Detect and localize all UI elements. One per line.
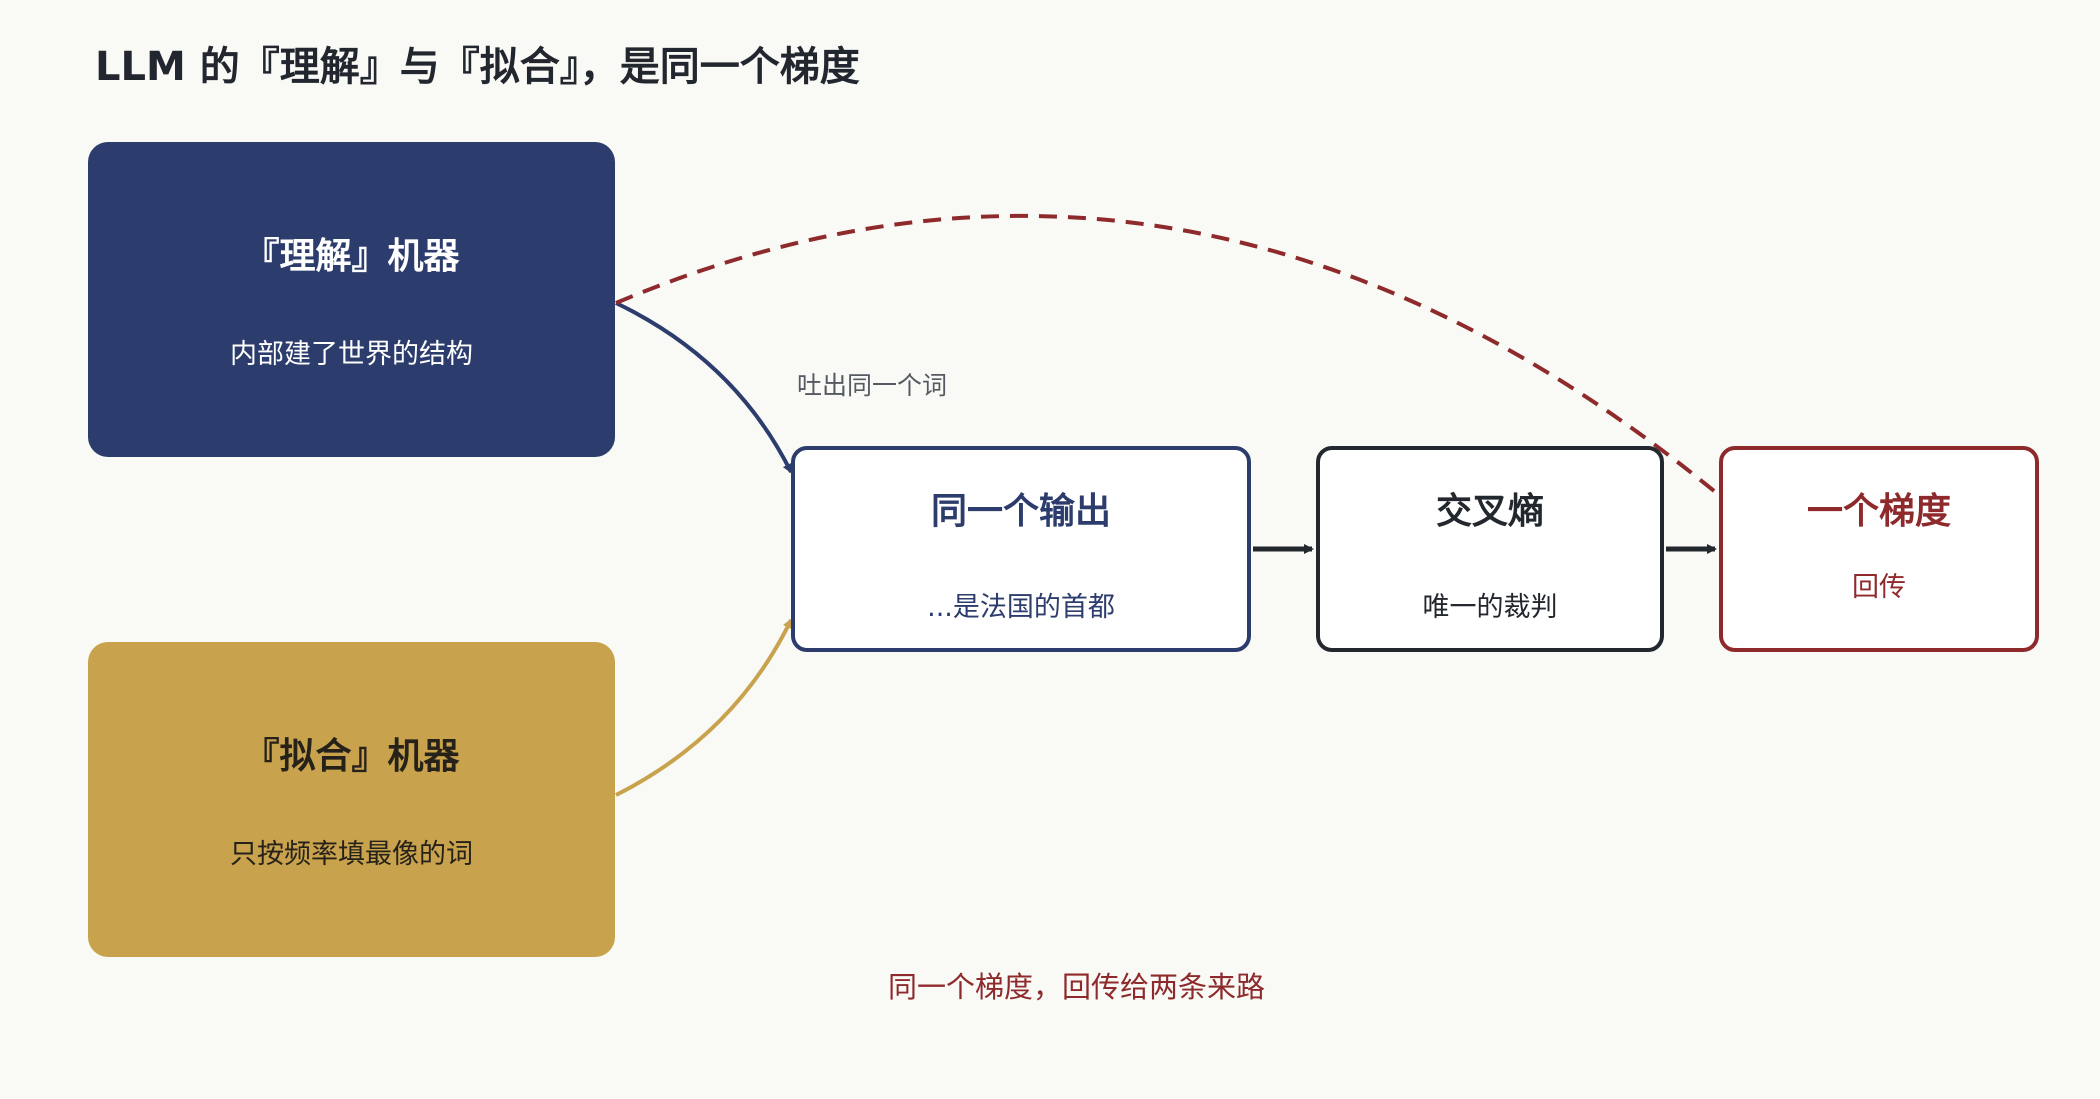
same-output-title: 同一个输出 [930, 491, 1111, 532]
page-title: LLM 的『理解』与『拟合』，是同一个梯度 [95, 44, 860, 90]
understanding-machine-subtitle: 内部建了世界的结构 [230, 339, 473, 370]
fitting-machine-box: 『拟合』机器 只按频率填最像的词 [88, 642, 615, 957]
understanding-machine-title: 『理解』机器 [243, 236, 460, 277]
same-word-edge-label: 吐出同一个词 [797, 371, 948, 400]
one-gradient-box: 一个梯度 回传 [1719, 446, 2039, 652]
one-gradient-subtitle: 回传 [1852, 572, 1906, 603]
bottom-caption: 同一个梯度，回传给两条来路 [888, 970, 1266, 1004]
cross-entropy-title: 交叉熵 [1435, 491, 1544, 532]
cross-entropy-box: 交叉熵 唯一的裁判 [1316, 446, 1664, 652]
cross-entropy-subtitle: 唯一的裁判 [1422, 592, 1558, 623]
fitting-machine-subtitle: 只按频率填最像的词 [230, 839, 473, 870]
same-output-box: 同一个输出 ...是法国的首都 [791, 446, 1251, 652]
same-output-subtitle: ...是法国的首都 [927, 592, 1115, 623]
understanding-to-output-arrow [615, 301, 793, 474]
understanding-machine-box: 『理解』机器 内部建了世界的结构 [88, 142, 615, 457]
fitting-machine-title: 『拟合』机器 [243, 736, 460, 777]
fitting-to-output-arrow [615, 618, 793, 797]
one-gradient-title: 一个梯度 [1806, 491, 1951, 532]
gradient-backprop-dashed-arc [615, 213, 1721, 497]
